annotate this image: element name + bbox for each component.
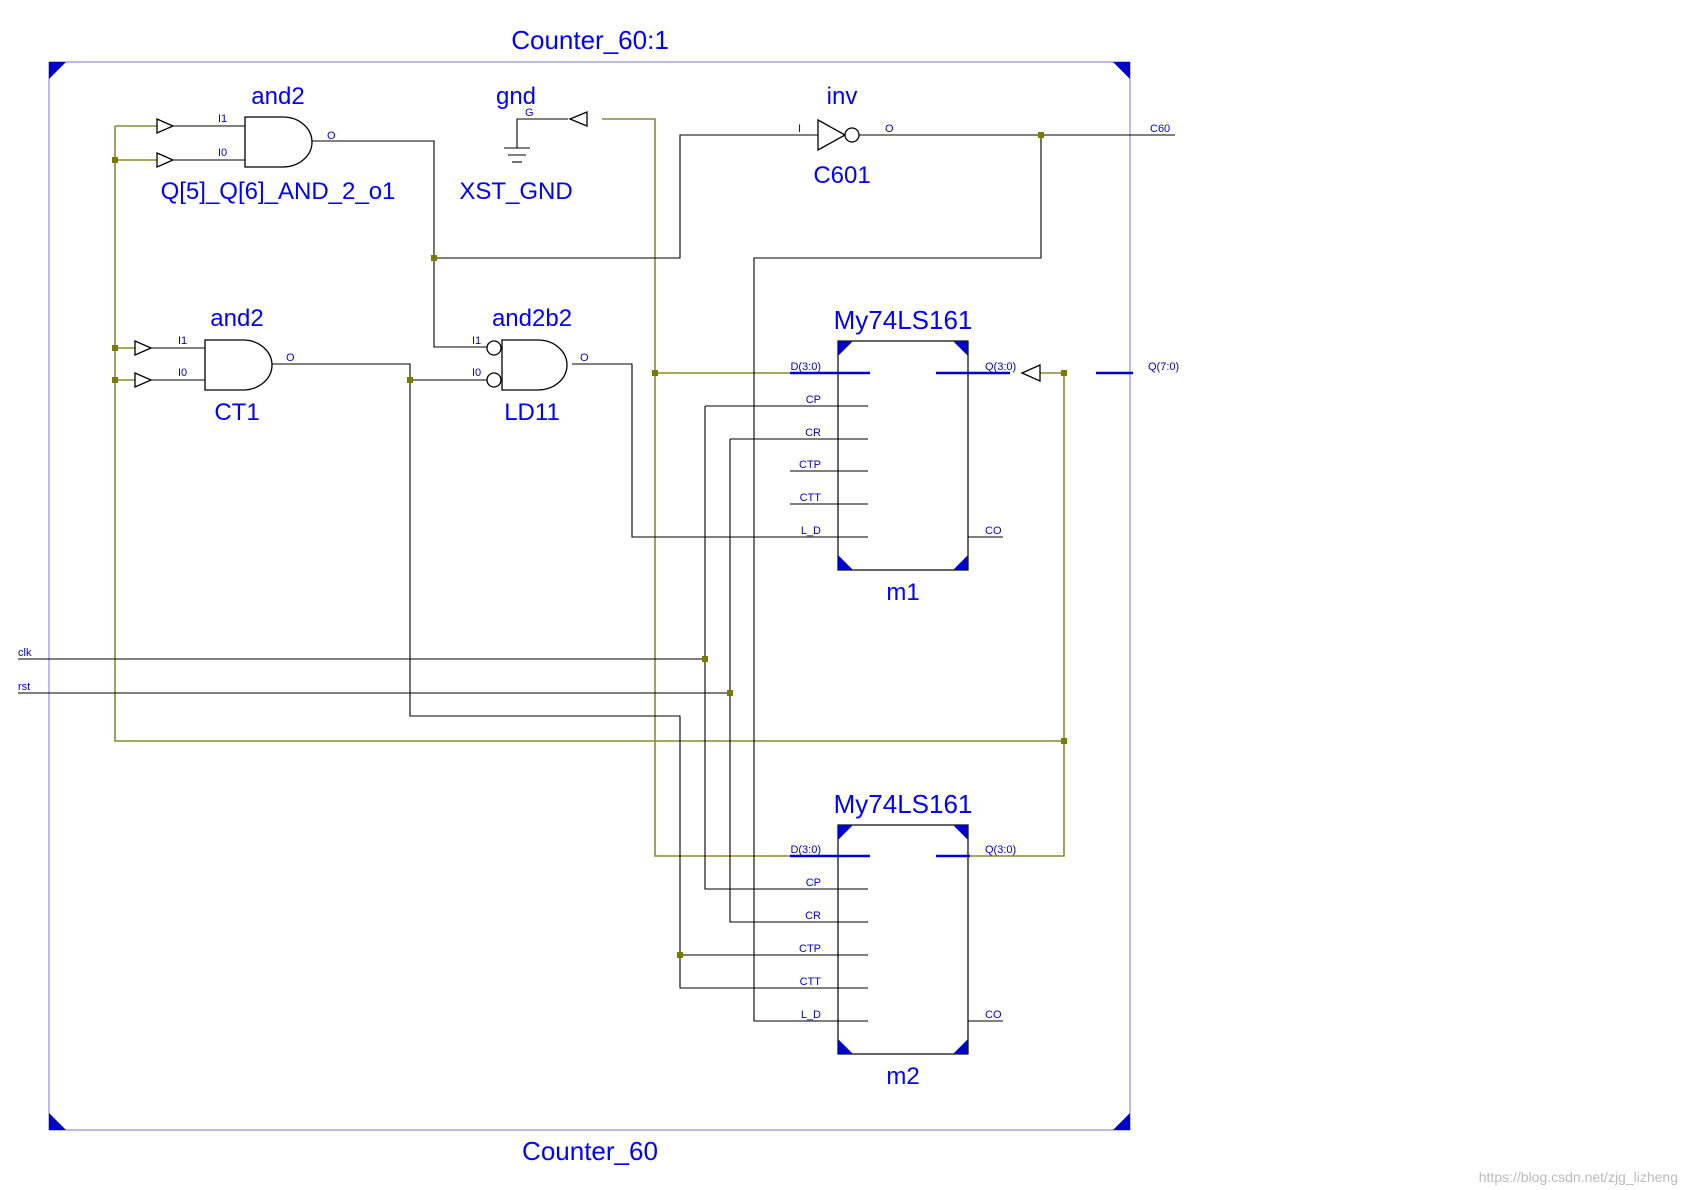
instance-m2-label: m2 — [886, 1063, 919, 1090]
module-type-m1: My74LS161 — [834, 305, 973, 335]
top-module-frame[interactable] — [48, 61, 1131, 1131]
pin-label: L_D — [801, 1009, 821, 1021]
pin-label: CTP — [799, 459, 821, 471]
pin-label: G — [525, 107, 534, 119]
watermark: https://blog.csdn.net/zjg_lizheng — [1479, 1169, 1678, 1185]
gate-type-and2b2: and2b2 — [492, 305, 572, 332]
instance-ld11-label: LD11 — [504, 399, 560, 426]
inverter-c601[interactable] — [817, 118, 860, 152]
instance-ct1-label: CT1 — [214, 399, 259, 426]
pin-label: CP — [806, 877, 821, 889]
pin-label: CTT — [800, 492, 822, 504]
pin-label: CTP — [799, 943, 821, 955]
top-module-label: Counter_60 — [522, 1136, 658, 1166]
module-m1[interactable] — [790, 340, 1133, 571]
pin-label: I1 — [178, 335, 187, 347]
feedback-nets — [114, 118, 1065, 857]
pin-label: I1 — [472, 335, 481, 347]
pin-label: CTT — [800, 976, 822, 988]
and-gate-ct1[interactable] — [134, 339, 273, 391]
instance-q5q6-label: Q[5]_Q[6]_AND_2_o1 — [161, 178, 396, 205]
gate-type-gnd: gnd — [496, 83, 536, 110]
port-clk[interactable]: clk — [18, 647, 32, 659]
instance-m1-label: m1 — [886, 579, 919, 606]
module-m2[interactable] — [790, 824, 970, 1055]
pin-label: CO — [985, 525, 1002, 537]
pin-label: I0 — [218, 147, 227, 159]
pin-label: CR — [805, 427, 821, 439]
junction-dots — [112, 132, 1067, 958]
pin-label: D(3:0) — [790, 844, 821, 856]
pin-label: O — [580, 352, 589, 364]
module-type-m2: My74LS161 — [834, 789, 973, 819]
and2b2-gate-ld11[interactable] — [486, 339, 568, 391]
pin-label: D(3:0) — [790, 361, 821, 373]
pin-label: I — [798, 123, 801, 135]
pin-label: CP — [806, 394, 821, 406]
top-instance-label: Counter_60:1 — [511, 25, 669, 55]
pin-label: Q(3:0) — [985, 361, 1016, 373]
instance-gnd-label: XST_GND — [459, 178, 572, 205]
gate-type-and2-top: and2 — [251, 83, 304, 110]
pin-label: O — [327, 130, 336, 142]
port-q[interactable]: Q(7:0) — [1148, 361, 1179, 373]
gate-type-and2-ct1: and2 — [210, 305, 263, 332]
port-rst[interactable]: rst — [18, 681, 30, 693]
gnd-symbol[interactable] — [504, 111, 588, 163]
port-c60[interactable]: C60 — [1150, 123, 1170, 135]
and-gate-q5q6[interactable] — [156, 116, 313, 168]
gate-type-inv: inv — [827, 83, 858, 110]
pin-label: Q(3:0) — [985, 844, 1016, 856]
pin-label: I1 — [218, 113, 227, 125]
pin-label: O — [286, 352, 295, 364]
pin-label: O — [885, 123, 894, 135]
signal-nets — [18, 118, 1175, 1022]
pin-label: CO — [985, 1009, 1002, 1021]
pin-label: I0 — [178, 367, 187, 379]
pin-label: L_D — [801, 525, 821, 537]
instance-c601-label: C601 — [813, 162, 870, 189]
pin-label: CR — [805, 910, 821, 922]
pin-label: I0 — [472, 367, 481, 379]
